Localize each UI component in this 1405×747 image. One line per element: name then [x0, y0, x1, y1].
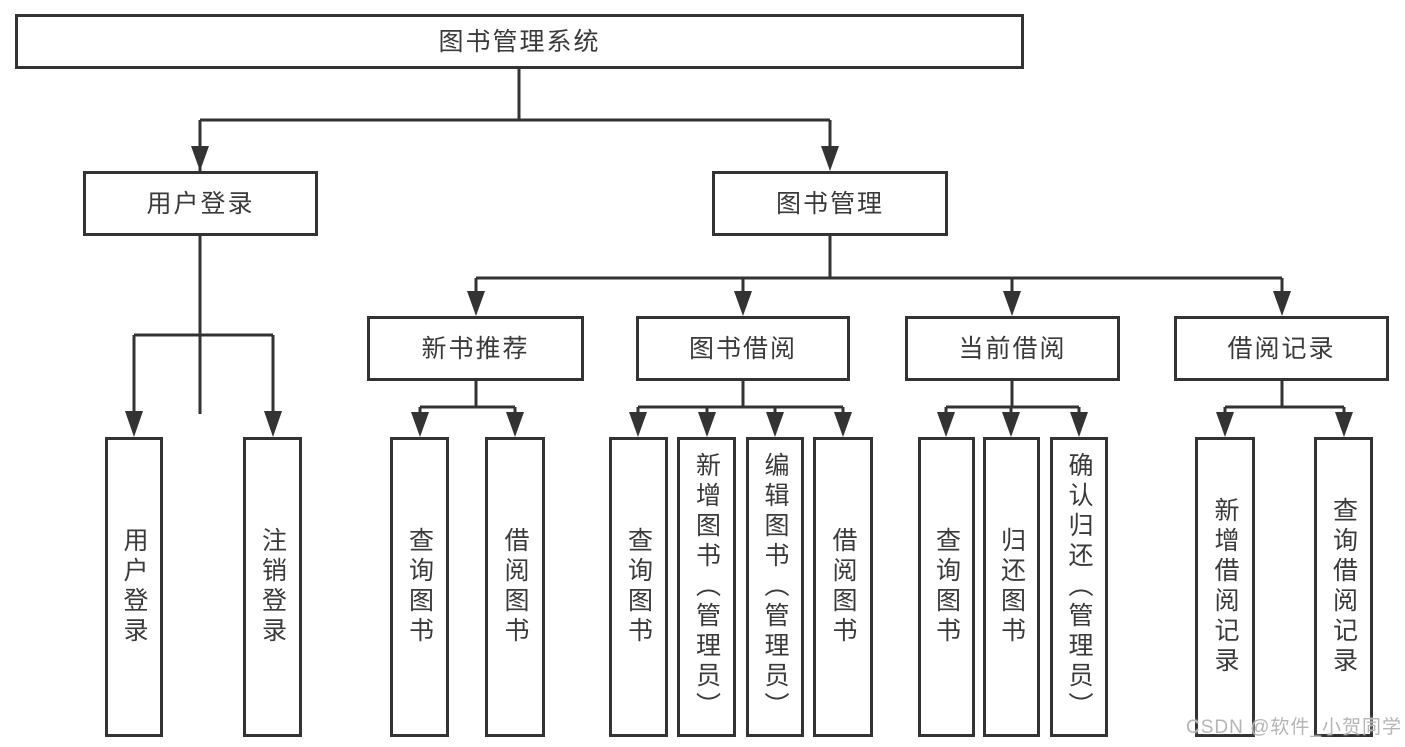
leaf-borrow-edit-books-admin: 编辑图书（管理员） — [746, 437, 804, 737]
leaf-borrow-query-books: 查询图书 — [609, 437, 668, 737]
connector-line — [198, 69, 832, 414]
arrowhead — [1070, 412, 1088, 437]
connector-new-books-to-leaves — [411, 381, 524, 437]
connector-line — [132, 236, 275, 413]
arrowhead — [467, 291, 485, 316]
connector-line — [1223, 381, 1346, 413]
connector-book-mgmt-to-level3 — [467, 236, 1291, 316]
node-borrow-records: 借阅记录 — [1174, 316, 1389, 381]
arrowhead — [191, 146, 209, 171]
leaf-records-query-record: 查询借阅记录 — [1314, 437, 1373, 737]
node-library-management-system: 图书管理系统 — [15, 14, 1024, 69]
connector-current-borrow-to-leaves — [937, 381, 1088, 437]
arrowhead — [629, 412, 647, 437]
arrowhead — [698, 412, 716, 437]
connector-user-login-to-leaves — [125, 236, 282, 437]
arrowhead — [821, 146, 839, 171]
arrowhead — [937, 412, 955, 437]
connector-line — [944, 381, 1081, 413]
leaf-records-add-record: 新增借阅记录 — [1195, 437, 1255, 737]
leaf-borrow-borrow-books: 借阅图书 — [813, 437, 873, 737]
leaf-user-login: 用户登录 — [105, 437, 163, 737]
connector-borrow-records-to-leaves — [1216, 381, 1353, 437]
arrowhead — [1002, 412, 1020, 437]
connector-line — [636, 381, 845, 413]
arrowhead — [1273, 291, 1291, 316]
leaf-logout: 注销登录 — [243, 437, 302, 737]
connector-line — [474, 236, 1284, 292]
leaf-newbooks-query-books: 查询图书 — [390, 437, 449, 737]
node-user-login: 用户登录 — [83, 171, 318, 236]
arrowhead — [125, 411, 143, 437]
arrowhead — [734, 291, 752, 316]
arrowhead — [766, 412, 784, 437]
arrowhead — [264, 411, 282, 437]
node-current-borrow: 当前借阅 — [905, 316, 1120, 381]
node-book-borrow: 图书借阅 — [636, 316, 850, 381]
leaf-current-query-books: 查询图书 — [918, 437, 975, 737]
leaf-current-confirm-return-admin: 确认归还（管理员） — [1050, 437, 1108, 737]
csdn-watermark: CSDN @软件_小贺同学 — [1186, 717, 1402, 738]
connector-root-to-level2 — [191, 69, 839, 414]
leaf-borrow-add-books-admin: 新增图书（管理员） — [677, 437, 736, 737]
leaf-newbooks-borrow-books: 借阅图书 — [485, 437, 545, 737]
leaf-current-return-books: 归还图书 — [983, 437, 1040, 737]
connector-line — [418, 381, 517, 413]
arrowhead — [1003, 291, 1021, 316]
arrowhead — [834, 412, 852, 437]
arrowhead — [411, 412, 429, 437]
arrowhead — [506, 412, 524, 437]
arrowhead — [1335, 412, 1353, 437]
arrowhead — [1216, 412, 1234, 437]
node-book-management: 图书管理 — [712, 171, 948, 236]
node-new-book-recommend: 新书推荐 — [367, 316, 584, 381]
connector-book-borrow-to-leaves — [629, 381, 852, 437]
